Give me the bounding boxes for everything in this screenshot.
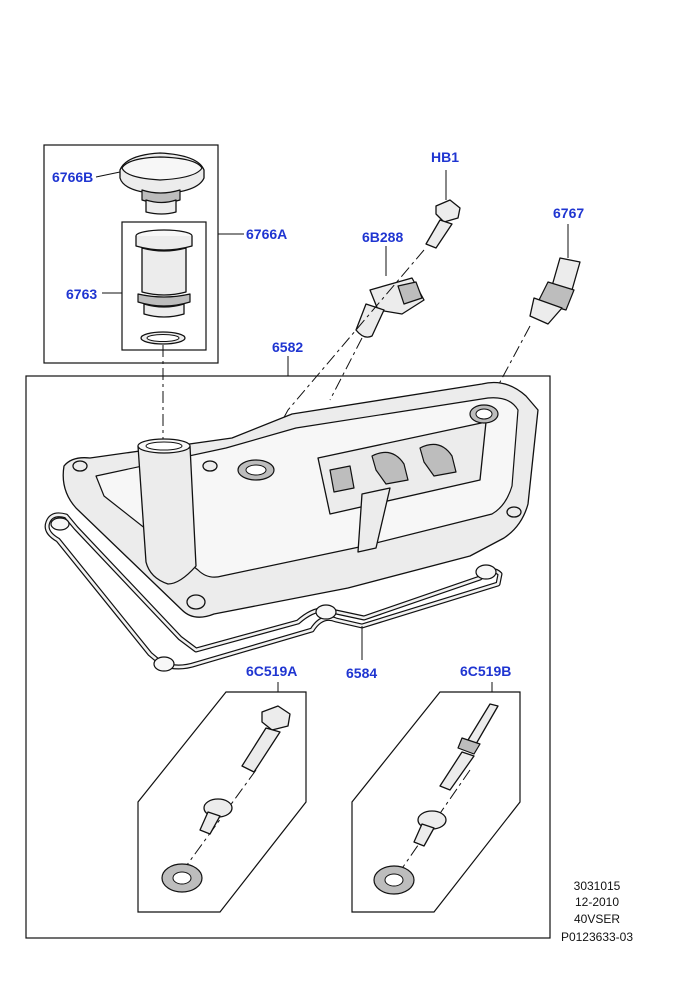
filler-assembly-group: 6766B 6766A 6763 — [43, 144, 287, 364]
centerline-sensor-b — [483, 325, 531, 413]
callout-6766a: 6766A — [246, 226, 287, 242]
filler-assembly-box — [43, 144, 219, 364]
callout-hb1: HB1 — [431, 149, 459, 165]
centerline-sensor-a — [329, 337, 363, 401]
callout-6767: 6767 — [553, 205, 584, 221]
reference-line-2: 12-2010 — [575, 895, 619, 909]
callout-6c519b: 6C519B — [460, 663, 511, 679]
reference-block: 3031015 12-2010 40VSER P0123633-03 — [561, 879, 633, 944]
bolt-hb1: HB1 — [425, 149, 461, 249]
reference-line-1: 3031015 — [574, 879, 621, 893]
filler-neck-box — [121, 221, 207, 351]
reference-line-4: P0123633-03 — [561, 930, 633, 944]
callout-6584: 6584 — [346, 665, 377, 681]
callout-6c519a: 6C519A — [246, 663, 297, 679]
sensor-6767: 6767 — [529, 205, 584, 325]
callout-6582: 6582 — [272, 339, 303, 355]
callout-6b288: 6B288 — [362, 229, 403, 245]
bolt-kit-a: 6C519A — [137, 663, 307, 913]
reference-line-3: 40VSER — [574, 912, 620, 926]
filler-neck — [135, 229, 193, 345]
valve-cover: 6584 — [44, 381, 539, 681]
sensor-6b288: 6B288 — [355, 229, 425, 338]
stud-kit-b: 6C519B — [351, 663, 521, 913]
callout-6763: 6763 — [66, 286, 97, 302]
leader-6766b — [95, 171, 121, 178]
oil-filler-cap — [119, 152, 205, 215]
callout-6766b: 6766B — [52, 169, 93, 185]
